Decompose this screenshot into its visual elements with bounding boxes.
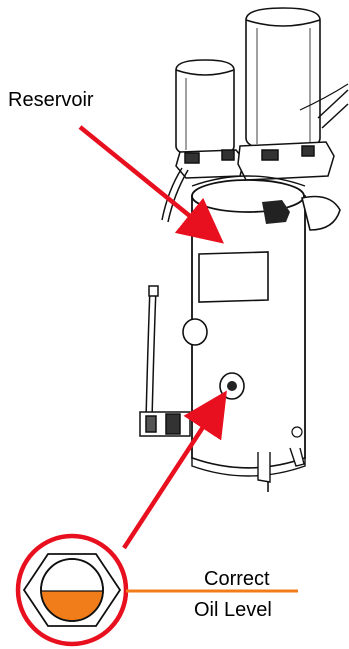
correct-label: Correct — [204, 568, 270, 590]
hoses — [146, 168, 188, 420]
filter-right — [246, 8, 320, 150]
filter-left — [176, 60, 234, 156]
drain-valve — [140, 412, 190, 436]
oil-level-label: Oil Level — [194, 599, 272, 621]
reservoir-label: Reservoir — [8, 89, 94, 111]
reservoir-body — [183, 176, 340, 492]
